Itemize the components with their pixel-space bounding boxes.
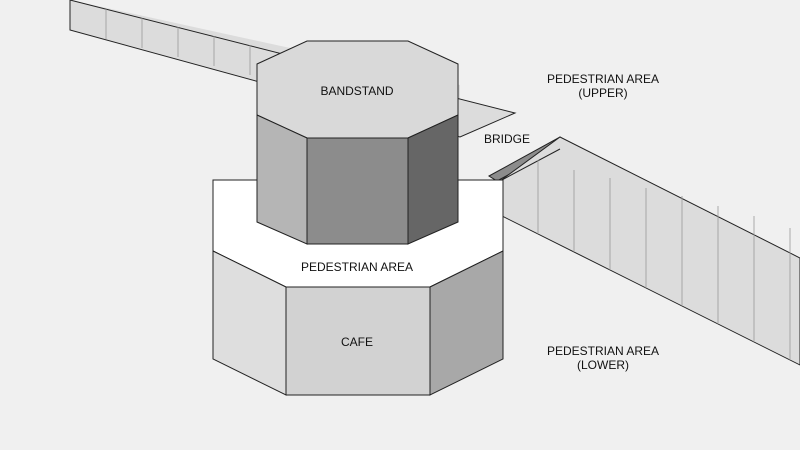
pedestrian-area-label: PEDESTRIAN AREA xyxy=(301,260,413,274)
upper-wall-joints xyxy=(105,9,287,85)
lower-wall-joints xyxy=(537,160,791,360)
bandstand-building xyxy=(256,40,459,245)
cafe-right-face xyxy=(429,250,504,396)
bandstand-left-face xyxy=(256,114,308,245)
lower-wall-face xyxy=(499,136,800,366)
bridge-label: BRIDGE xyxy=(484,132,530,146)
bandstand-right-face xyxy=(407,114,459,245)
pedestrian-area-lower-label-line1: PEDESTRIAN AREA xyxy=(547,344,659,358)
pedestrian-area-upper-label-line1: PEDESTRIAN AREA xyxy=(547,72,659,86)
pedestrian-area-lower-label-line2: (LOWER) xyxy=(577,358,629,372)
cafe-label: CAFE xyxy=(341,335,373,349)
pedestrian-area-upper-label-line2: (UPPER) xyxy=(578,86,627,100)
bandstand-front-face xyxy=(306,137,409,245)
lower-retaining-wall xyxy=(499,136,800,366)
bandstand-label: BANDSTAND xyxy=(320,84,393,98)
